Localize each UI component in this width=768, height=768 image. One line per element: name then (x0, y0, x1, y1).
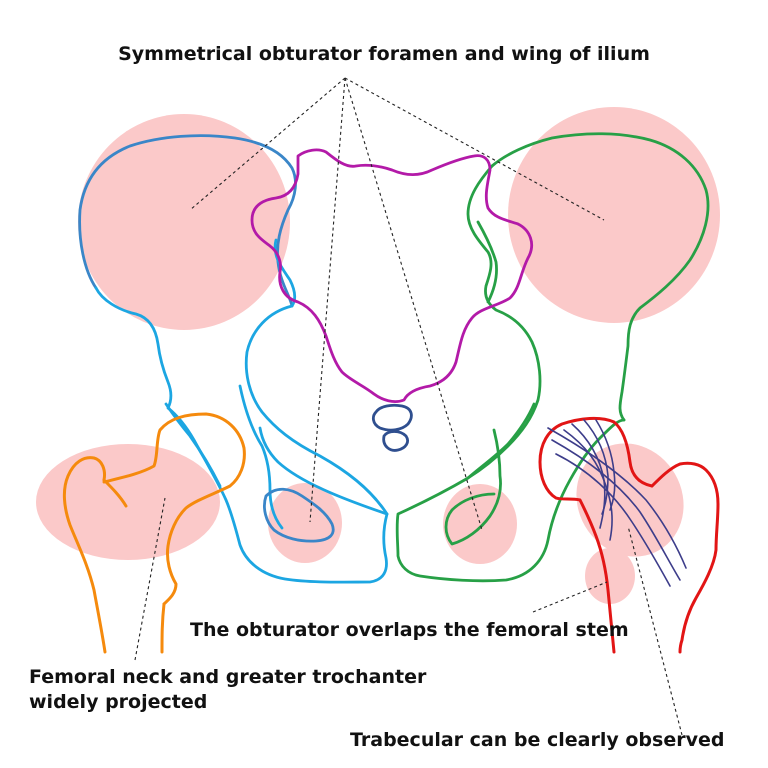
ilium-wing-outline-left (78, 134, 297, 308)
highlight-left-femoral-neck (36, 444, 220, 560)
leader-line-top-to-left-wing (189, 77, 346, 211)
leader-line-trabecular (627, 525, 683, 736)
femur-head-contour-right (538, 416, 654, 654)
coccyx-lower (382, 430, 409, 452)
ischium-inner-outline-left (244, 304, 389, 516)
trabecular-line (595, 419, 616, 511)
trabecular-line (555, 453, 671, 587)
femur-shaft-right-edge-left (160, 602, 166, 654)
leader-line-top-to-right-wing (344, 77, 605, 221)
highlight-right-ilium-wing (508, 107, 720, 323)
pubis-outline-right (444, 428, 502, 546)
coccyx-upper (371, 403, 413, 432)
sacrum-outline (250, 148, 533, 403)
ilium-wing-outline-right (490, 132, 710, 422)
trabecular-line (551, 439, 681, 581)
label-femoral-line-2: widely projected (29, 691, 208, 713)
leader-lines (134, 77, 683, 736)
highlight-left-ilium-wing (78, 114, 290, 330)
highlight-left-obturator (268, 483, 342, 563)
acetabulum-outline-right (466, 402, 536, 480)
trabecular-line (547, 427, 687, 569)
label-trabecular-observed: Trabecular can be clearly observed (350, 729, 725, 751)
trabecular-lines (547, 419, 687, 587)
femur-neck-upper-left (102, 412, 246, 606)
leader-line-top-to-left-obturator (309, 77, 346, 523)
leader-line-top-to-right-obturator (344, 77, 483, 531)
label-femoral-line-1: Femoral neck and greater trochanter (29, 666, 427, 688)
label-femoral-neck-trochanter: Femoral neck and greater trochanter wide… (29, 665, 426, 715)
label-symmetrical-obturator-and-ilium: Symmetrical obturator foramen and wing o… (118, 43, 650, 65)
femur-trochanter-contour-right (650, 461, 720, 654)
pubis-outline-left (238, 384, 284, 530)
leader-line-obturator-femoral-stem (532, 581, 608, 613)
trabecular-line (563, 429, 613, 541)
label-obturator-overlaps-stem: The obturator overlaps the femoral stem (190, 619, 629, 641)
hemipelvis-outline-right (395, 164, 626, 583)
femur-outer-contour-left (62, 456, 107, 654)
highlight-femoral-stem (585, 548, 635, 604)
highlight-regions (36, 107, 720, 604)
obturator-foramen-left (263, 487, 335, 543)
trabecular-line (583, 419, 609, 515)
femoral-head-rim-left (164, 402, 222, 488)
sacroiliac-line-right (476, 220, 498, 304)
